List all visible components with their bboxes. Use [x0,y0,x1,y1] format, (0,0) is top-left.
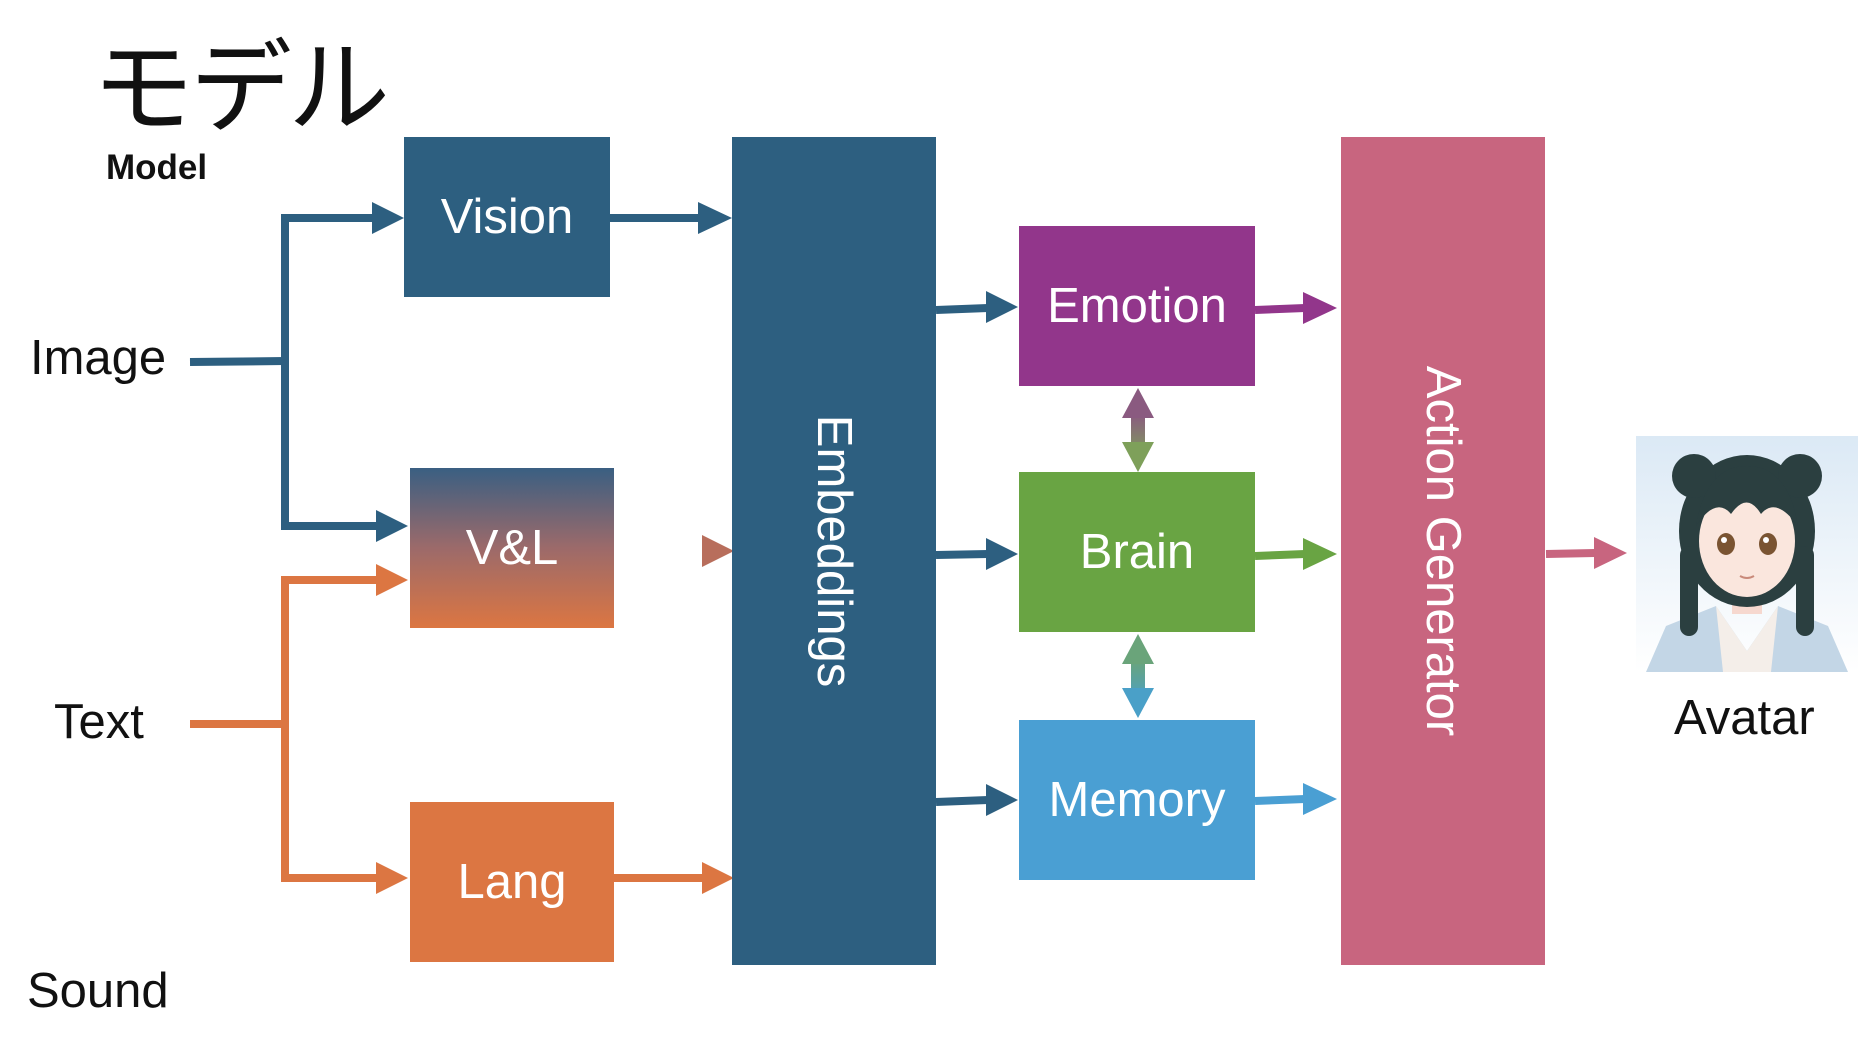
input-label-text: Text [54,695,144,749]
lang-encoder-label: Lang [457,855,567,909]
emotion-module-box: Emotion [1019,226,1255,386]
avatar-image [1636,436,1858,672]
image-branch-arrows [189,202,408,542]
page-subtitle: Model [106,148,208,187]
modules-to-action-arrows [1254,292,1337,815]
page-title: モデル [92,30,390,149]
embeddings-box: Embeddings [732,137,936,965]
vl-encoder-box: V&L [410,468,614,628]
encoder-to-embeddings-arrows [610,202,734,894]
vision-encoder-box: Vision [404,137,610,297]
action-generator-label: Action Generator [1416,365,1471,737]
memory-module-label: Memory [1048,773,1226,827]
embeddings-label: Embeddings [807,414,861,688]
action-to-avatar-arrow [1545,537,1627,569]
input-label-sound: Sound [27,964,169,1018]
text-branch-arrows [190,564,408,894]
input-label-image: Image [30,331,167,385]
action-generator-box: Action Generator [1341,137,1545,965]
avatar-label: Avatar [1674,691,1815,745]
vl-encoder-label: V&L [465,521,559,575]
brain-module-box: Brain [1019,472,1255,632]
emotion-brain-bidirectional-arrow [1122,388,1154,472]
brain-module-label: Brain [1079,525,1195,579]
memory-module-box: Memory [1019,720,1255,880]
lang-encoder-box: Lang [410,802,614,962]
avatar-illustration [1636,436,1858,672]
vision-encoder-label: Vision [440,190,574,244]
brain-memory-bidirectional-arrow [1122,634,1154,718]
embeddings-to-modules-arrows [935,291,1018,816]
emotion-module-label: Emotion [1047,279,1227,333]
